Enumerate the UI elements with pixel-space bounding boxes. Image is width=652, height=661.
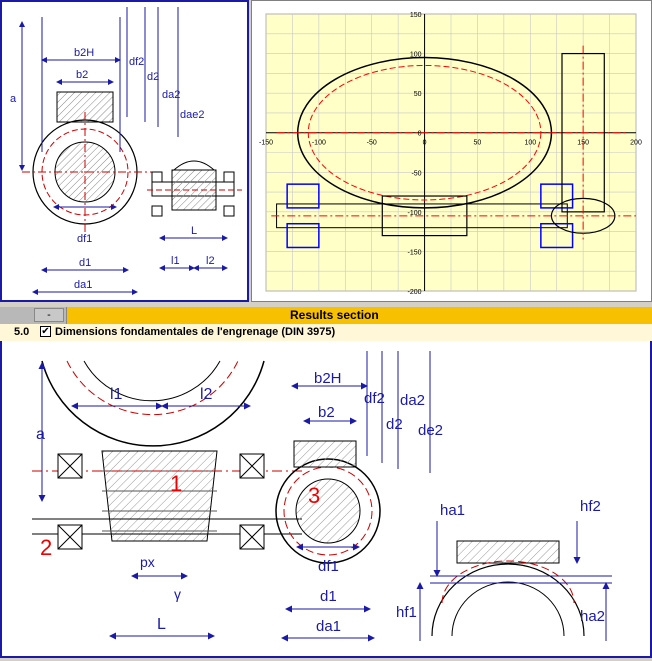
gear-plot: -150-100-50050100150200150100500-50-100-…: [252, 1, 651, 301]
label-b2: b2: [76, 69, 88, 81]
label-b2H-bottom: b2H: [314, 370, 342, 387]
dimension-drawing-panel: l1 l2 a 1 2 px γ L 3 b2H b2 df2 d2 da2 d…: [0, 341, 652, 658]
label-a: a: [10, 93, 17, 105]
collapse-button[interactable]: -: [34, 308, 64, 322]
x-tick-label: -100: [312, 140, 326, 147]
x-tick-label: 50: [474, 140, 482, 147]
bearing-box: [286, 222, 320, 249]
x-tick-label: 0: [423, 140, 427, 147]
y-tick-label: 150: [410, 12, 422, 19]
label-gamma: γ: [174, 586, 181, 602]
label-d2-bottom: d2: [386, 416, 403, 433]
x-tick-label: 200: [630, 140, 642, 147]
label-marker-1: 1: [170, 471, 182, 496]
label-da1-bottom: da1: [316, 618, 341, 635]
label-d1: d1: [79, 257, 91, 269]
section-number: 5.0: [14, 326, 30, 338]
label-L-bottom: L: [157, 616, 166, 633]
section-label: Dimensions fondamentales de l'engrenage …: [55, 326, 336, 338]
label-ha2: ha2: [580, 608, 605, 625]
label-marker-3: 3: [308, 483, 320, 508]
label-l2-bottom: l2: [200, 386, 213, 403]
y-tick-label: -100: [408, 210, 422, 217]
label-df1-bottom: df1: [318, 558, 339, 575]
y-tick-label: -200: [408, 289, 422, 296]
x-tick-label: -150: [259, 140, 273, 147]
results-title: Results section: [290, 308, 379, 322]
y-tick-label: 100: [410, 52, 422, 59]
section-row: 5.0 ✔ Dimensions fondamentales de l'engr…: [0, 324, 652, 342]
label-L: L: [191, 225, 197, 237]
label-df2-bottom: df2: [364, 390, 385, 407]
y-tick-label: -50: [411, 170, 421, 177]
label-da2: da2: [162, 89, 180, 101]
results-tab: -: [0, 307, 67, 324]
label-l1-bottom: l1: [110, 386, 123, 403]
y-tick-label: -150: [408, 249, 422, 256]
bearing-box: [540, 183, 574, 209]
label-b2-bottom: b2: [318, 404, 335, 421]
x-tick-label: -50: [367, 140, 377, 147]
label-d2: d2: [147, 71, 159, 83]
label-da2-bottom: da2: [400, 392, 425, 409]
y-tick-label: 50: [414, 91, 422, 98]
label-b2H: b2H: [74, 47, 94, 59]
worm-gear-drawing: b2H b2 a df2 d2 da2 dae2 df1 d1 da1 L l1: [10, 7, 242, 295]
bearing-box: [286, 183, 320, 209]
label-a-bottom: a: [36, 426, 45, 443]
section-checkbox[interactable]: ✔: [40, 326, 51, 337]
label-dae2: dae2: [180, 109, 204, 121]
y-tick-label: 0: [418, 131, 422, 138]
label-da1: da1: [74, 279, 92, 291]
wheel-pitch-circle: [307, 64, 542, 201]
x-tick-label: 100: [524, 140, 536, 147]
label-l2: l2: [206, 255, 215, 267]
label-marker-2: 2: [40, 535, 52, 560]
label-df2: df2: [129, 56, 144, 68]
gear-plot-panel: -150-100-50050100150200150100500-50-100-…: [251, 0, 652, 302]
label-hf1: hf1: [396, 604, 417, 621]
results-section-bar: - Results section: [0, 307, 652, 324]
label-ha1: ha1: [440, 502, 465, 519]
label-l1: l1: [171, 255, 180, 267]
label-px: px: [140, 554, 155, 570]
label-d1-bottom: d1: [320, 588, 337, 605]
label-hf2: hf2: [580, 498, 601, 515]
worm-gear-drawing-panel: b2H b2 a df2 d2 da2 dae2 df1 d1 da1 L l1: [0, 0, 249, 302]
label-de2-bottom: de2: [418, 422, 443, 439]
bearing-box: [540, 222, 574, 249]
dimension-drawing: l1 l2 a 1 2 px γ L 3 b2H b2 df2 d2 da2 d…: [32, 351, 612, 642]
label-df1: df1: [77, 233, 92, 245]
